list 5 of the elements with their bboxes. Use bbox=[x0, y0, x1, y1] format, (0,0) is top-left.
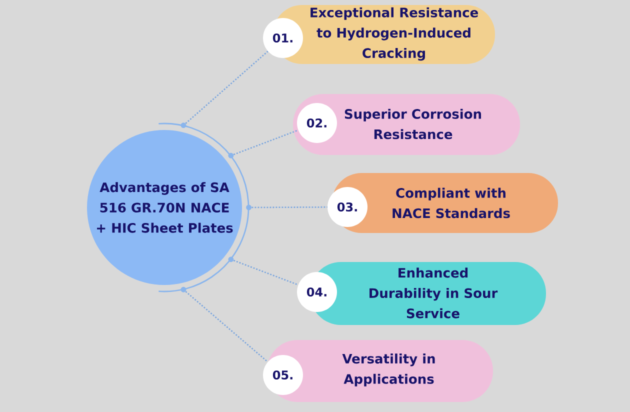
connector-line bbox=[252, 206, 328, 208]
connector-line bbox=[185, 50, 268, 124]
connector-line bbox=[233, 260, 298, 286]
connector-line bbox=[185, 291, 268, 362]
connector-line bbox=[233, 130, 298, 156]
